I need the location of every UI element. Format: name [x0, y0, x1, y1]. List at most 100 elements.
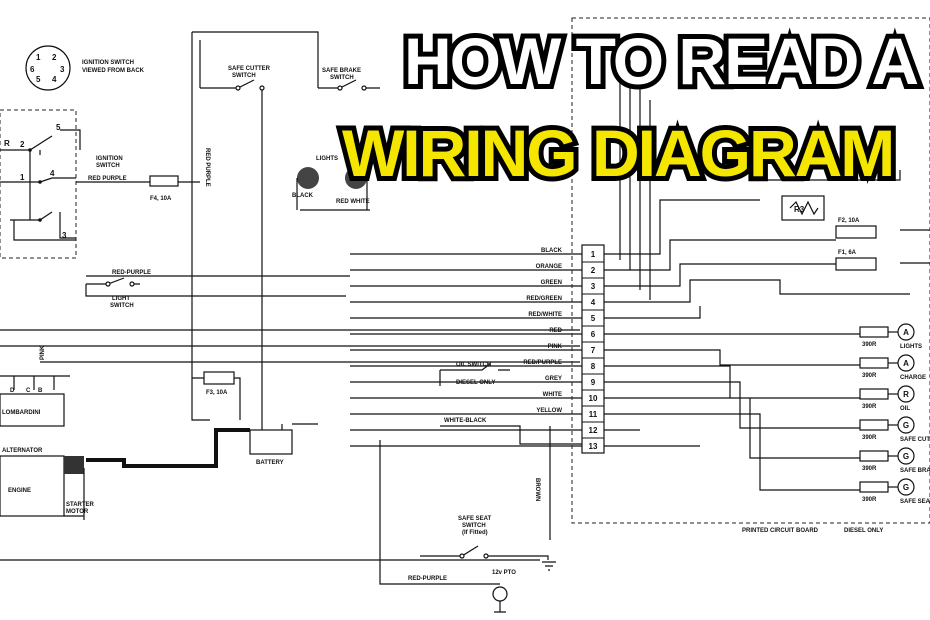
- connector-wire-label: GREY: [545, 376, 562, 382]
- connector-pin-number: 5: [591, 314, 596, 323]
- oil-switch: OIL SWITCH DIESEL ONLY: [439, 362, 510, 386]
- connector-pin-number: 11: [589, 410, 598, 419]
- safe-seat-label-3: (If Fitted): [462, 530, 488, 536]
- indicator-resistor: [859, 419, 889, 431]
- switch-num-3: 3: [62, 231, 67, 240]
- fuse-f2: F2, 10A: [835, 218, 877, 239]
- connector-wire-label: RED: [549, 328, 562, 334]
- light-black-label: BLACK: [292, 193, 314, 199]
- printed-circuit-board: PRINTED CIRCUIT BOARD DIESEL ONLY: [571, 17, 930, 534]
- wire-red-purple-top: RED PURPLE: [88, 176, 127, 182]
- title-banner: HOW TO READ A WIRING DIAGRAM: [337, 19, 924, 195]
- safe-seat-label-2: SWITCH: [462, 523, 486, 529]
- connector-wire-label: WHITE: [543, 392, 562, 398]
- indicator-resistor-label: 390R: [862, 497, 877, 503]
- switch-num-1: 1: [20, 173, 25, 182]
- indicator-lamp-letter: G: [903, 452, 909, 461]
- fuse-f4-label: F4, 10A: [150, 196, 172, 202]
- lights-label: LIGHTS: [316, 156, 338, 162]
- wire-white-black: WHITE-BLACK: [444, 418, 487, 424]
- alt-terminal-d: D: [10, 388, 15, 394]
- indicator-lamp-letter: R: [903, 390, 909, 399]
- indicator-label: LIGHTS: [900, 344, 922, 350]
- indicator-lamp: [897, 416, 915, 434]
- connector-pin-number: 12: [589, 426, 598, 435]
- fuse-f1: F1, 6A: [835, 250, 877, 271]
- oil-switch-label-2: DIESEL ONLY: [456, 380, 495, 386]
- indicator-label: SAFE CUTTER: [900, 437, 930, 443]
- oil-switch-label-1: OIL SWITCH: [456, 362, 491, 368]
- battery: BATTERY: [86, 423, 318, 468]
- indicator-label: SAFE SEAT: [900, 499, 930, 505]
- indicator-resistor-label: 390R: [862, 373, 877, 379]
- alt-terminal-b: B: [38, 388, 43, 394]
- engine-label: ENGINE: [8, 488, 31, 494]
- ign-contact-3: 3: [60, 65, 65, 74]
- connector-pin-number: 1: [591, 250, 596, 259]
- indicator-resistor-label: 390R: [862, 404, 877, 410]
- pto-label: 12v PTO: [492, 570, 516, 576]
- fuse-f1-label: F1, 6A: [838, 250, 857, 256]
- indicator-lamp-letter: G: [903, 421, 909, 430]
- safe-brake-label-2: SWITCH: [330, 75, 354, 81]
- alternator: D C B LOMBARDINI ALTERNATOR ENGINE START…: [0, 375, 540, 561]
- pto: 12v PTO RED-PURPLE: [408, 570, 516, 613]
- safe-cutter-label-1: SAFE CUTTER: [228, 66, 271, 72]
- connector-pin-number: 10: [589, 394, 598, 403]
- indicator-resistor: [859, 357, 889, 369]
- indicator-label: OIL: [900, 406, 910, 412]
- wire-red-purple-bottom: RED-PURPLE: [408, 576, 447, 582]
- light-switch: LIGHT SWITCH RED-PURPLE: [85, 270, 350, 309]
- board-note: DIESEL ONLY: [844, 528, 883, 534]
- indicator-lamp: [897, 447, 915, 465]
- switch-num-2: 2: [20, 140, 25, 149]
- relay-label: R3: [794, 205, 805, 214]
- connector-pin-number: 8: [591, 362, 596, 371]
- connector-pin-number: 2: [591, 266, 596, 275]
- connector-wire-label: PINK: [548, 344, 563, 350]
- light-red-white-label: RED WHITE: [336, 199, 370, 205]
- safe-seat-label-1: SAFE SEAT: [458, 516, 492, 522]
- ign-contact-5: 5: [36, 75, 41, 84]
- alt-label: ALTERNATOR: [2, 448, 43, 454]
- connector-wire-label: BLACK: [541, 248, 563, 254]
- safe-cutter-label-2: SWITCH: [232, 73, 256, 79]
- connector-pin-number: 4: [591, 298, 596, 307]
- alt-title: LOMBARDINI: [2, 410, 41, 416]
- indicator-resistor: [859, 388, 889, 400]
- starter-label-1: STARTER: [66, 502, 95, 508]
- wire-pink: PINK: [40, 345, 46, 360]
- ignition-switch-assembly: R 2 5 1 4 3 IGNITION SWITCH: [0, 109, 123, 259]
- indicator-lamp-letter: A: [903, 359, 909, 368]
- safe-brake-label-1: SAFE BRAKE: [322, 68, 361, 74]
- switch-num-4: 4: [50, 169, 55, 178]
- top-wiring: RED PURPLE SAFE CUTTER SWITCH SAFE BRAKE…: [191, 31, 380, 424]
- relay-r3: R3: [781, 195, 825, 221]
- board-label: PRINTED CIRCUIT BOARD: [742, 528, 819, 534]
- ign-label-1: IGNITION SWITCH: [82, 60, 134, 66]
- title-line-2: WIRING DIAGRAM: [342, 116, 893, 190]
- connector-wire-label: YELLOW: [536, 408, 562, 414]
- light-switch-label-2: SWITCH: [110, 303, 134, 309]
- fuse-f3: F3, 10A: [192, 371, 241, 420]
- connector-pin-number: 13: [589, 442, 598, 451]
- ign-switch-label-1: IGNITION: [96, 156, 123, 162]
- connector-pin-number: 3: [591, 282, 596, 291]
- indicator-lamp: [897, 385, 915, 403]
- indicator-resistor-label: 390R: [862, 466, 877, 472]
- indicator-resistor-label: 390R: [862, 342, 877, 348]
- left-horizontals: PINK: [0, 329, 580, 363]
- connector-pin-number: 7: [591, 346, 596, 355]
- connector-wire-label: RED/PURPLE: [523, 360, 562, 366]
- starter-label-2: MOTOR: [66, 509, 89, 515]
- title-line-1: HOW TO READ A: [404, 24, 917, 98]
- connector-block: 1BLACK2ORANGE3GREEN4RED/GREEN5RED/WHITE6…: [350, 244, 605, 454]
- indicator-resistor: [859, 326, 889, 338]
- lights: LIGHTS BLACK RED WHITE: [292, 156, 370, 211]
- alt-terminal-c: C: [26, 388, 31, 394]
- fuse-f3-label: F3, 10A: [206, 390, 228, 396]
- battery-label: BATTERY: [256, 460, 284, 466]
- indicator-lamp: [897, 323, 915, 341]
- wire-red-purple-vert: RED PURPLE: [204, 148, 210, 187]
